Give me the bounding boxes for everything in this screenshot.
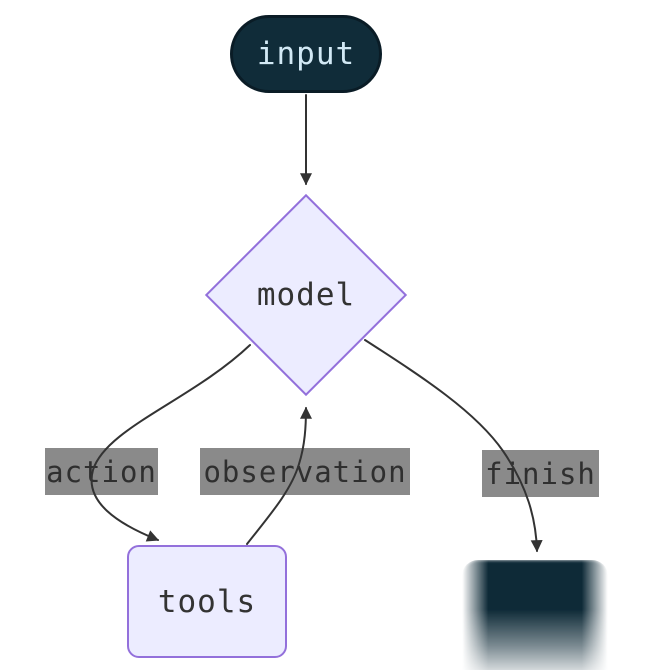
edge-label-action: action — [45, 448, 158, 495]
node-tools: tools — [127, 545, 287, 658]
edge-label-finish-text: finish — [485, 456, 596, 491]
edge-label-action-text: action — [46, 454, 157, 489]
edge-label-observation-text: observation — [203, 454, 407, 489]
node-input: input — [230, 15, 382, 93]
node-end — [448, 560, 622, 670]
node-end-shape — [462, 560, 608, 670]
edge-label-observation: observation — [200, 448, 410, 495]
node-tools-label: tools — [157, 583, 257, 620]
edge-label-finish: finish — [482, 450, 599, 497]
node-model-label: model — [256, 277, 356, 313]
node-model: model — [204, 193, 408, 397]
node-input-label: input — [256, 36, 356, 72]
